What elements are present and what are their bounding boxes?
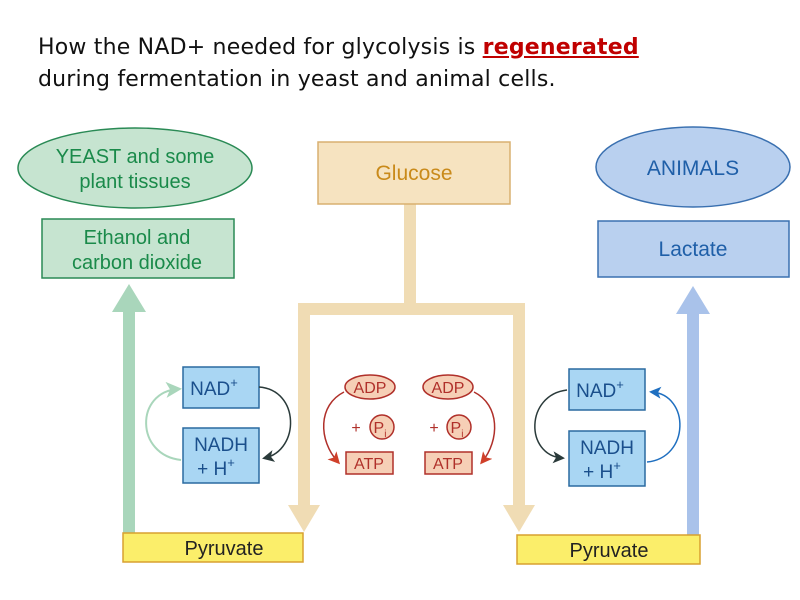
animal-pyruvate-label: Pyruvate: [570, 540, 649, 562]
lactate-box: Lactate: [597, 220, 790, 278]
left-pi-circle: [369, 414, 395, 440]
title-highlight: regenerated: [482, 35, 639, 60]
svg-text:Pi: Pi: [451, 420, 464, 440]
right-atp-cluster: ADP + Pi ATP: [422, 374, 496, 475]
left-atp-box: [345, 451, 394, 475]
yeast-nadh-line2: + H: [197, 459, 227, 480]
animal-nadh-line2: + H: [583, 462, 613, 483]
animal-nad-box: NAD+: [568, 368, 646, 411]
glucose-box: Glucose: [317, 141, 511, 205]
right-plus: +: [429, 420, 438, 437]
yeast-nad-label: NAD: [190, 379, 230, 400]
right-down-arrowhead: [503, 505, 535, 532]
left-adp-ellipse: [344, 374, 396, 400]
yeast-organism-ellipse: YEAST and some plant tissues: [17, 127, 253, 209]
right-adp-label: ADP: [432, 380, 465, 397]
right-atp-label: ATP: [433, 456, 463, 473]
left-pi-label: P: [374, 420, 385, 437]
animal-nad-sup: +: [616, 377, 624, 392]
right-adp-ellipse: [422, 374, 474, 400]
svg-text:NAD+: NAD+: [190, 375, 238, 400]
animal-up-arrow: [676, 286, 710, 537]
animal-nadh-sup: +: [613, 458, 621, 473]
left-plus: +: [351, 420, 360, 437]
left-pi-sub: i: [384, 429, 386, 440]
ethanol-label-line1: Ethanol and: [84, 227, 191, 249]
title-text-2: during fermentation in yeast and animal …: [38, 67, 556, 92]
right-down-shaft: [513, 303, 525, 513]
yeast-nadh-sup: +: [227, 455, 235, 470]
glucose-branch-arrows: [288, 203, 535, 532]
right-atp-box: [424, 451, 473, 475]
animals-label: ANIMALS: [647, 157, 739, 180]
svg-text:+ H+: + H+: [583, 458, 621, 483]
ethanol-co2-box: Ethanol and carbon dioxide: [41, 218, 235, 279]
yeast-nadh-box: NADH + H+: [182, 427, 260, 484]
animal-nad-label: NAD: [576, 381, 616, 402]
yeast-nadh-line1: NADH: [194, 435, 248, 456]
left-atp-cluster: ADP + Pi ATP: [323, 374, 396, 475]
animal-nadh-box: NADH + H+: [568, 430, 646, 487]
glucose-crossbar: [298, 303, 525, 315]
animal-nadh-line1: NADH: [580, 438, 634, 459]
svg-text:+ H+: + H+: [197, 455, 235, 480]
yeast-up-arrow: [112, 284, 146, 535]
svg-text:Pi: Pi: [374, 420, 387, 440]
right-pi-sub: i: [461, 429, 463, 440]
yeast-pyruvate-label: Pyruvate: [185, 538, 264, 560]
slide-title: How the NAD+ needed for glycolysis is re…: [38, 32, 778, 96]
glucose-label: Glucose: [375, 162, 452, 185]
yeast-nadh-to-nad-arrow: [145, 381, 182, 461]
left-adp-to-atp-arrow: [323, 391, 345, 465]
left-adp-label: ADP: [354, 380, 387, 397]
left-atp-label: ATP: [354, 456, 384, 473]
animal-pyruvate-box: Pyruvate: [516, 534, 701, 565]
lactate-label: Lactate: [659, 238, 728, 261]
yeast-pyruvate-box: Pyruvate: [122, 532, 304, 563]
left-down-arrowhead: [288, 505, 320, 532]
right-pi-label: P: [451, 420, 462, 437]
animal-nadh-to-nad-arrow: [646, 386, 681, 463]
animal-nad-to-nadh-arrow: [534, 389, 568, 464]
glucose-stem: [404, 203, 416, 307]
animals-organism-ellipse: ANIMALS: [595, 126, 791, 208]
yeast-label-line2: plant tissues: [79, 171, 190, 193]
svg-text:NAD+: NAD+: [576, 377, 624, 402]
ethanol-label-line2: carbon dioxide: [72, 252, 202, 274]
yeast-label-line1: YEAST and some: [56, 146, 215, 168]
right-pi-circle: [446, 414, 472, 440]
right-adp-to-atp-arrow: [473, 391, 496, 465]
yeast-nad-to-nadh-arrow: [258, 386, 292, 462]
left-down-shaft: [298, 303, 310, 513]
yeast-nad-sup: +: [230, 375, 238, 390]
title-text-1: How the NAD+ needed for glycolysis is: [38, 35, 483, 60]
yeast-nad-box: NAD+: [182, 366, 260, 409]
